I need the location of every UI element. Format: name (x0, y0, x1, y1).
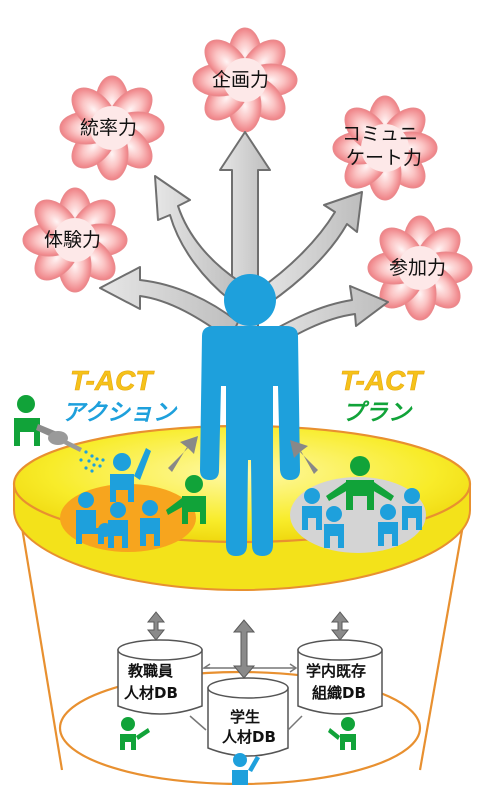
flower-sanka (367, 215, 473, 321)
db-student-cylinder (207, 677, 289, 757)
db-staff-label-1: 教職員 (127, 662, 173, 680)
action-brand-label: T-ACT (70, 365, 155, 396)
flower-comm (332, 95, 438, 201)
action-to-person-arrow (168, 436, 198, 472)
db-org-cylinder (297, 639, 383, 715)
flower-taiken (22, 187, 128, 293)
db-staff-person-icon (120, 717, 150, 750)
db-staff-cylinder (117, 639, 203, 715)
flower-label-tosotsu: 統率力 (80, 117, 137, 139)
db-student-label-2: 人材DB (222, 728, 276, 746)
plan-group-people (302, 488, 422, 548)
central-person-figure (200, 274, 300, 556)
db-org-label-2: 組織DB (312, 684, 366, 702)
flower-label-kikaku: 企画力 (212, 69, 269, 91)
watering-person-icon (14, 395, 82, 452)
action-green-person (166, 475, 206, 524)
action-oval (60, 484, 196, 552)
flower-label-comm-1: コミュニ (342, 123, 418, 145)
plan-brand-label: T-ACT (340, 365, 425, 396)
db-student-label-1: 学生 (230, 708, 260, 726)
flower-label-sanka: 参加力 (389, 257, 446, 279)
plan-green-person (326, 456, 394, 510)
action-sub-label: アクション (62, 400, 178, 426)
flower-label-taiken: 体験力 (44, 229, 101, 251)
flower-label-comm-2: ケート力 (346, 147, 422, 169)
db-org-label-1: 学内既存 (306, 662, 366, 680)
db-disc-arrows (146, 611, 350, 679)
plan-sub-label: プラン (342, 400, 413, 426)
plan-to-person-arrow (290, 440, 318, 474)
db-student-person-icon (232, 753, 260, 785)
db-staff-label-2: 人材DB (124, 684, 178, 702)
water-drops (79, 450, 105, 473)
flower-tosotsu (59, 75, 165, 181)
db-org-person-icon (328, 717, 356, 750)
action-group-people (76, 448, 160, 548)
flower-kikaku (192, 27, 298, 133)
